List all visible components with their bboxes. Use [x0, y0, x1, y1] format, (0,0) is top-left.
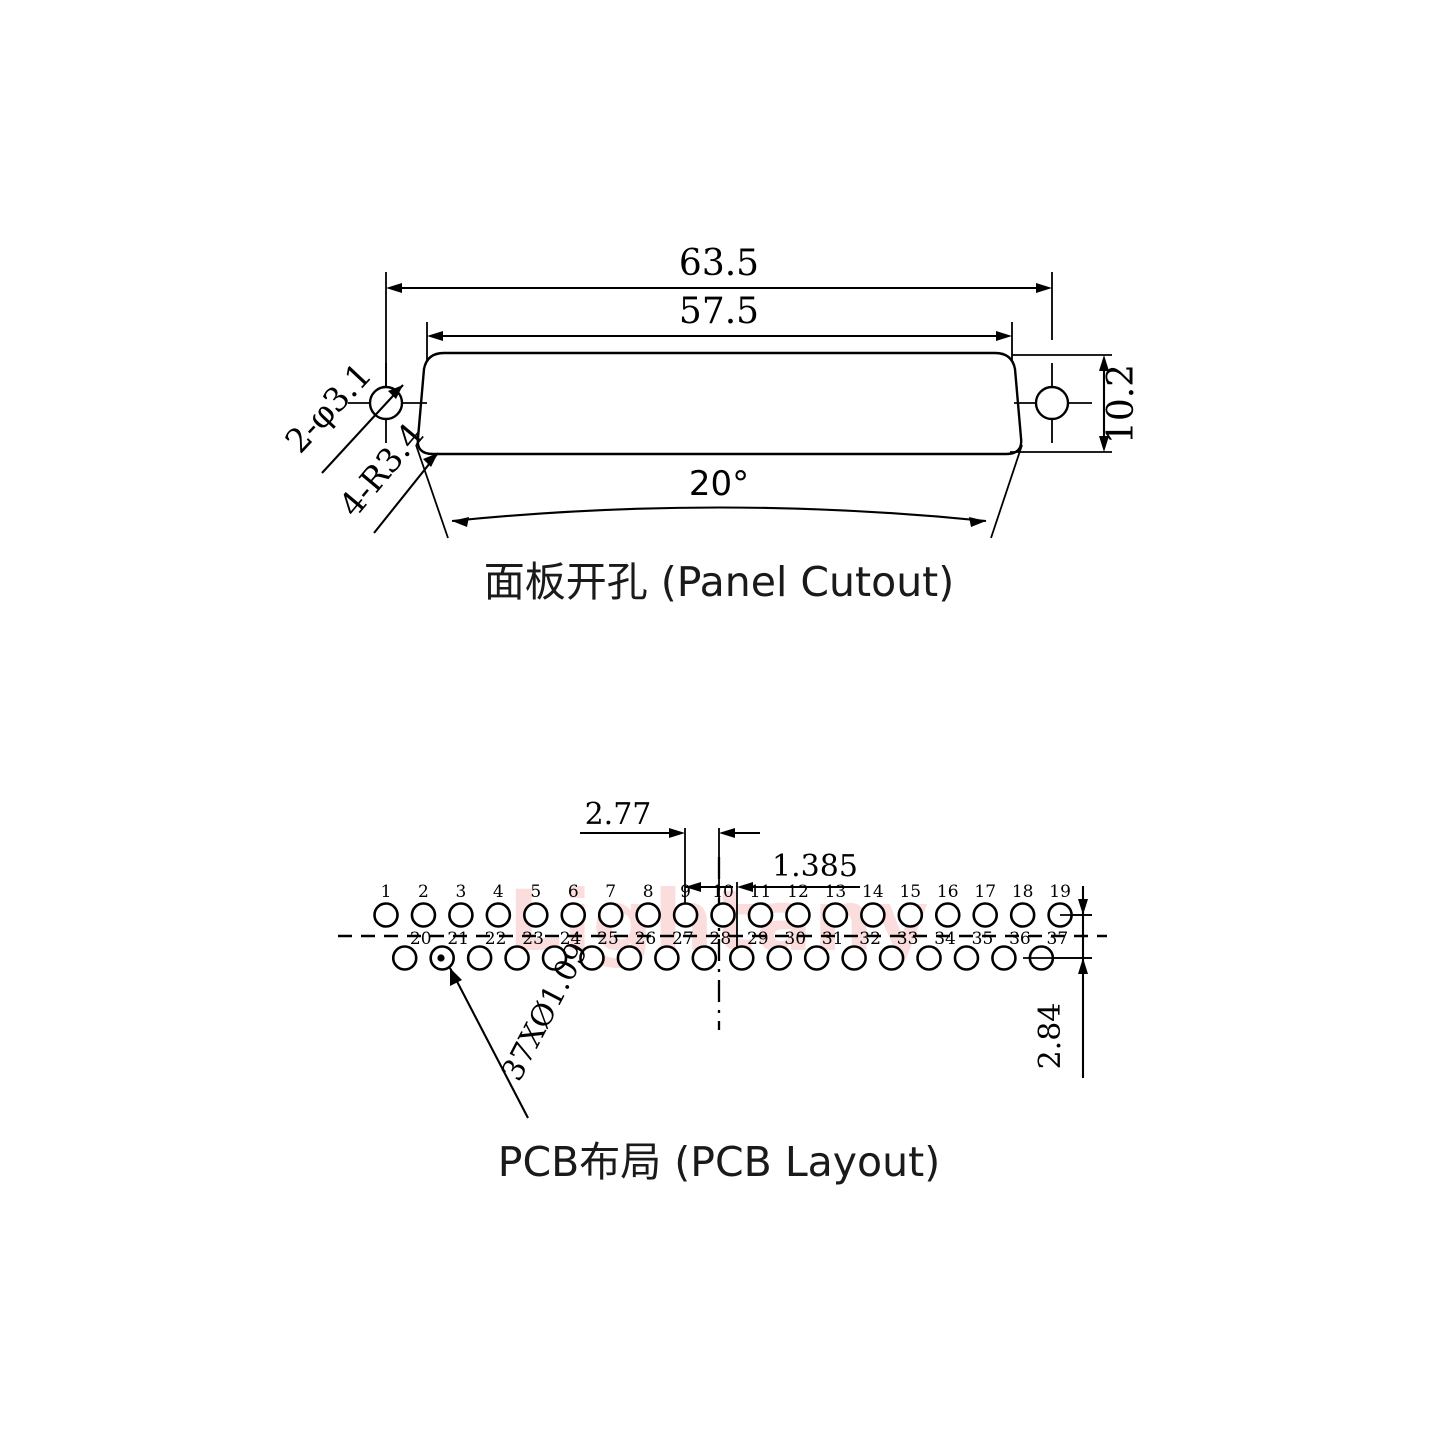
- pin-row-bottom: 20 21 22 23 24 25 26 27 28 29 30 31 32 33 34 35 36 37: [391, 929, 1069, 971]
- pcb-layout-caption: PCB布局 (PCB Layout): [498, 1138, 940, 1186]
- pin-number-label: 14: [862, 882, 884, 902]
- pin-hole: [410, 902, 437, 928]
- mounting-hole-right: [1014, 363, 1092, 443]
- pin-number-label: 33: [897, 929, 919, 949]
- dimension-label-2-84: 2.84: [1033, 1003, 1068, 1070]
- callout-label-4-r3-4: 4-R3.4: [331, 415, 431, 524]
- pin-hole: [991, 945, 1017, 971]
- pin-number-label: 3: [455, 882, 466, 902]
- dimension-row-spacing: 2.84: [1023, 886, 1092, 1078]
- pin-number-label: 21: [447, 929, 469, 949]
- pin-hole: [710, 902, 736, 928]
- dimension-label-2-77: 2.77: [585, 797, 652, 832]
- pin-number-label: 12: [787, 882, 809, 902]
- pin-number-label: 28: [710, 929, 732, 949]
- pin-number-label: 27: [672, 929, 694, 949]
- pin-number-label: 10: [712, 882, 734, 902]
- pin-number-label: 22: [485, 929, 507, 949]
- pin-hole: [691, 945, 718, 971]
- pin-number-label: 31: [822, 929, 844, 949]
- dimension-cutout-width: 57.5: [426, 291, 1013, 370]
- pin-number-label: 11: [750, 882, 772, 902]
- pin-hole: [728, 945, 755, 971]
- pin-number-label: 34: [934, 929, 956, 949]
- pin-hole: [448, 902, 474, 928]
- pin-number-label: 7: [605, 882, 616, 902]
- dimension-height: 10.2: [1010, 354, 1142, 453]
- pin-number-label: 4: [493, 882, 504, 902]
- pin-hole: [766, 945, 793, 971]
- pin-hole: [616, 945, 643, 971]
- pin-number-label: 16: [937, 882, 959, 902]
- pin-hole: [485, 902, 512, 928]
- pin-hole: [972, 902, 999, 928]
- pin-hole: [541, 945, 568, 971]
- pin-number-label: 29: [747, 929, 769, 949]
- panel-cutout-caption: 面板开孔 (Panel Cutout): [484, 558, 955, 606]
- pin-number-label: 37: [1047, 929, 1069, 949]
- pin-number-label: 6: [568, 882, 579, 902]
- pin-hole: [878, 945, 905, 971]
- pin-hole: [897, 902, 924, 928]
- pin-number-label: 23: [522, 929, 544, 949]
- pin-hole: [597, 902, 624, 928]
- pin-number-label: 15: [899, 882, 921, 902]
- pin-hole: [860, 902, 886, 928]
- pin-number-label: 32: [859, 929, 881, 949]
- pin-hole: [672, 902, 699, 928]
- pin-hole: [916, 945, 942, 971]
- pin-number-label: 24: [560, 929, 582, 949]
- dimension-label-20-degrees: 20°: [689, 464, 749, 504]
- pin-number-label: 18: [1012, 882, 1034, 902]
- pin-hole: [1009, 902, 1036, 928]
- pin-hole: [747, 902, 774, 928]
- dimension-pitch: 2.77: [580, 797, 760, 920]
- pin-hole: [579, 945, 605, 971]
- pin-hole: [522, 902, 549, 928]
- pin-hole: [391, 945, 418, 971]
- pin-hole: [822, 902, 849, 928]
- pin-number-label: 8: [643, 882, 654, 902]
- pin-number-label: 2: [418, 882, 429, 902]
- pin-hole: [466, 945, 493, 971]
- pin-hole: [654, 945, 680, 971]
- dimension-draft-angle: 20°: [415, 444, 1023, 539]
- panel-cutout-outline: [416, 351, 1023, 456]
- pin-number-label: 1: [381, 882, 392, 902]
- pin-hole: [560, 902, 587, 928]
- pin-number-label: 19: [1049, 882, 1071, 902]
- dimension-label-1-385: 1.385: [772, 849, 858, 884]
- pin-number-label: 35: [972, 929, 994, 949]
- pin-number-label: 36: [1009, 929, 1031, 949]
- pin-hole: [785, 902, 811, 928]
- callout-label-2-phi-3-1: 2-φ3.1: [277, 355, 379, 460]
- pin-hole: [373, 902, 399, 928]
- pin-hole: [504, 945, 530, 971]
- dimension-label-57-5: 57.5: [679, 291, 759, 332]
- pin-number-label: 17: [974, 882, 996, 902]
- pin-number-label: 13: [825, 882, 847, 902]
- pin-hole: [635, 902, 661, 928]
- marked-pin-center-dot: [437, 954, 445, 962]
- callout-corner-radius: 4-R3.4: [331, 415, 439, 534]
- pin-hole: [803, 945, 830, 971]
- dimension-overall-width: 63.5: [385, 243, 1053, 400]
- pin-number-label: 5: [530, 882, 541, 902]
- dimension-label-63-5: 63.5: [679, 243, 759, 284]
- pin-hole: [841, 945, 867, 971]
- pin-number-label: 26: [635, 929, 657, 949]
- pin-number-label: 30: [784, 929, 806, 949]
- panel-cutout-view: 63.5 57.5: [277, 243, 1142, 606]
- dimension-half-pitch: 1.385: [685, 849, 860, 965]
- pin-hole: [934, 902, 961, 928]
- pin-hole: [953, 945, 980, 971]
- pin-number-label: 9: [680, 882, 691, 902]
- pin-number-label: 20: [410, 929, 432, 949]
- dimension-label-10-2: 10.2: [1101, 364, 1142, 444]
- pin-number-label: 25: [597, 929, 619, 949]
